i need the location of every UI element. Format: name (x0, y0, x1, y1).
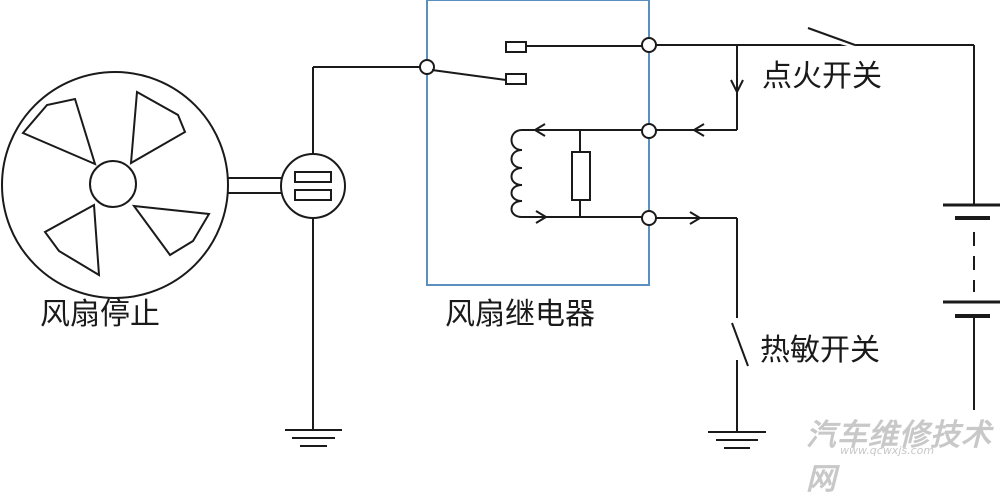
connector-icon (280, 153, 346, 219)
fan-relay-label: 风扇继电器 (445, 297, 595, 332)
circuit-diagram (1, 0, 1000, 449)
thermo-switch-label: 热敏开关 (760, 333, 880, 368)
relay-terminal-middle (641, 123, 657, 139)
relay-contact-lower (505, 73, 527, 85)
thermo-switch-icon (731, 318, 749, 432)
battery-icon (943, 203, 1000, 318)
ignition-switch-icon (799, 27, 856, 48)
relay-coil-icon (510, 129, 523, 218)
relay-contact-upper (505, 41, 527, 53)
relay-pivot-terminal (419, 59, 435, 75)
ignition-switch-label: 点火开关 (762, 59, 882, 94)
relay-switch-arm (431, 69, 507, 81)
ground-icon-middle (708, 431, 766, 449)
fan-stopped-label: 风扇停止 (40, 297, 160, 332)
relay-terminal-top (641, 37, 657, 53)
resistor-icon (571, 151, 591, 201)
ground-icon-left (285, 429, 342, 447)
relay-box (426, 0, 650, 286)
fan-icon (1, 71, 229, 299)
watermark-url: www.qcwxjs.com (840, 444, 935, 457)
relay-terminal-bottom (641, 210, 657, 226)
